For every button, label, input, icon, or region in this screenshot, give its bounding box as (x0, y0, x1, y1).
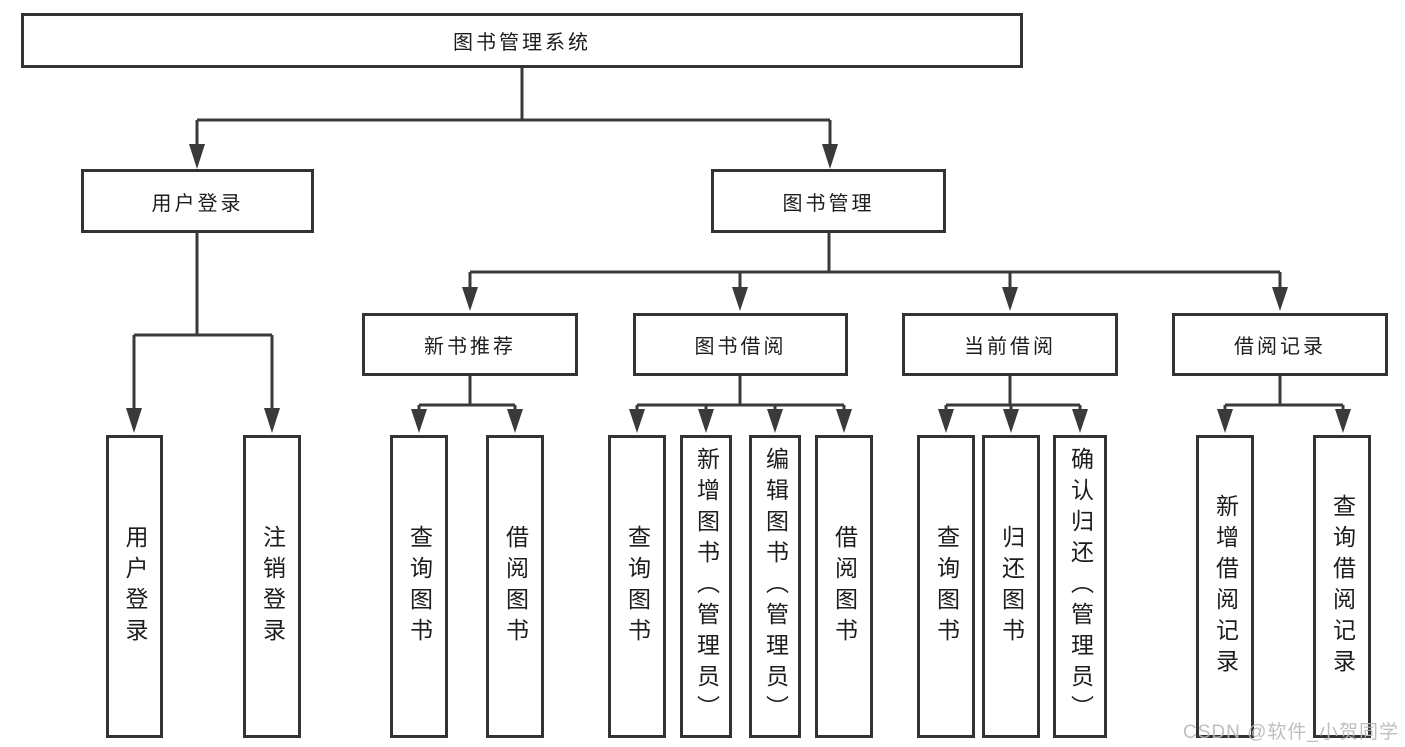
node-label: 图书管理系统 (453, 32, 591, 54)
node-label: 新增图书（管理员） (693, 447, 720, 726)
node-label: 图书管理 (782, 192, 875, 215)
node-label: 查询图书 (624, 524, 651, 649)
arrowhead-icon (1217, 409, 1233, 433)
node-label: 借阅图书 (502, 524, 529, 649)
leaf-confirm-return-admin: 确认归还（管理员） (1053, 435, 1107, 738)
arrowhead-icon (1002, 287, 1018, 311)
node-label: 用户登录 (122, 524, 148, 649)
node-label: 归还图书 (998, 524, 1025, 649)
node-label: 查询借阅记录 (1329, 493, 1356, 680)
arrowhead-icon (264, 408, 280, 433)
node-label: 查询图书 (406, 524, 433, 649)
leaf-add-books-admin: 新增图书（管理员） (680, 435, 732, 738)
leaf-edit-books-admin: 编辑图书（管理员） (749, 435, 801, 738)
arrowhead-icon (462, 287, 478, 311)
leaf-query-books-2: 查询图书 (608, 435, 666, 738)
arrowhead-icon (938, 409, 954, 433)
node-user-login: 用户登录 (81, 169, 314, 233)
leaf-return-books: 归还图书 (982, 435, 1040, 738)
arrowhead-icon (1335, 409, 1351, 433)
node-label: 确认归还（管理员） (1067, 447, 1094, 726)
arrowhead-icon (836, 409, 852, 433)
arrowhead-icon (1072, 409, 1088, 433)
node-borrow-records: 借阅记录 (1172, 313, 1388, 376)
arrowhead-icon (767, 409, 783, 433)
node-label: 新增借阅记录 (1212, 493, 1239, 680)
leaf-query-books-1: 查询图书 (390, 435, 448, 738)
connector-book-mgmt-groups (462, 233, 1288, 311)
arrowhead-icon (189, 144, 205, 169)
connector-book-borrow-children (629, 376, 852, 433)
leaf-borrow-books-1: 借阅图书 (486, 435, 544, 738)
arrowhead-icon (126, 408, 142, 433)
node-label: 借阅记录 (1234, 336, 1326, 358)
connector-user-login-children (126, 233, 280, 433)
node-library-management-system: 图书管理系统 (21, 13, 1023, 68)
leaf-add-borrow-record: 新增借阅记录 (1196, 435, 1254, 738)
node-book-management: 图书管理 (711, 169, 946, 233)
leaf-logout: 注销登录 (243, 435, 301, 738)
node-label: 借阅图书 (831, 524, 858, 649)
arrowhead-icon (822, 144, 838, 169)
node-label: 当前借阅 (964, 336, 1056, 358)
node-label: 图书借阅 (694, 336, 787, 358)
csdn-watermark: CSDN @软件_小贺同学 (1183, 722, 1399, 743)
node-new-book-recommendation: 新书推荐 (362, 313, 578, 376)
arrowhead-icon (629, 409, 645, 433)
arrowhead-icon (698, 409, 714, 433)
leaf-query-books-3: 查询图书 (917, 435, 975, 738)
node-label: 用户登录 (151, 192, 244, 215)
node-label: 新书推荐 (424, 336, 516, 358)
node-current-borrowing: 当前借阅 (902, 313, 1118, 376)
leaf-borrow-books-2: 借阅图书 (815, 435, 873, 738)
leaf-user-login: 用户登录 (106, 435, 163, 738)
arrowhead-icon (732, 287, 748, 311)
connector-root-to-branches (189, 68, 838, 169)
connector-borrow-records-children (1217, 376, 1351, 433)
leaf-query-borrow-record: 查询借阅记录 (1313, 435, 1371, 738)
arrowhead-icon (411, 409, 427, 433)
node-label: 注销登录 (259, 524, 286, 649)
arrowhead-icon (1272, 287, 1288, 311)
connector-current-borrow-children (938, 376, 1088, 433)
arrowhead-icon (507, 409, 523, 433)
connector-new-book-children (411, 376, 523, 433)
node-book-borrowing: 图书借阅 (633, 313, 848, 376)
arrowhead-icon (1003, 409, 1019, 433)
node-label: 编辑图书（管理员） (762, 447, 789, 726)
node-label: 查询图书 (933, 524, 960, 649)
